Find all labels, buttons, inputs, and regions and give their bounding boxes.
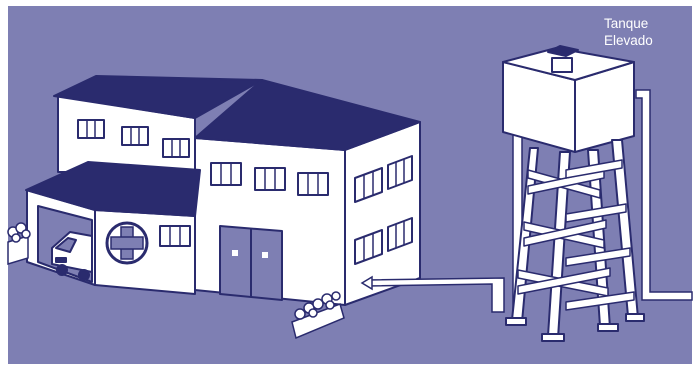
tank-label-line1: Tanque — [604, 15, 694, 32]
tank-label-line2: Elevado — [604, 32, 694, 49]
tank-label: Tanque Elevado — [604, 15, 694, 49]
cross-icon — [107, 223, 147, 263]
